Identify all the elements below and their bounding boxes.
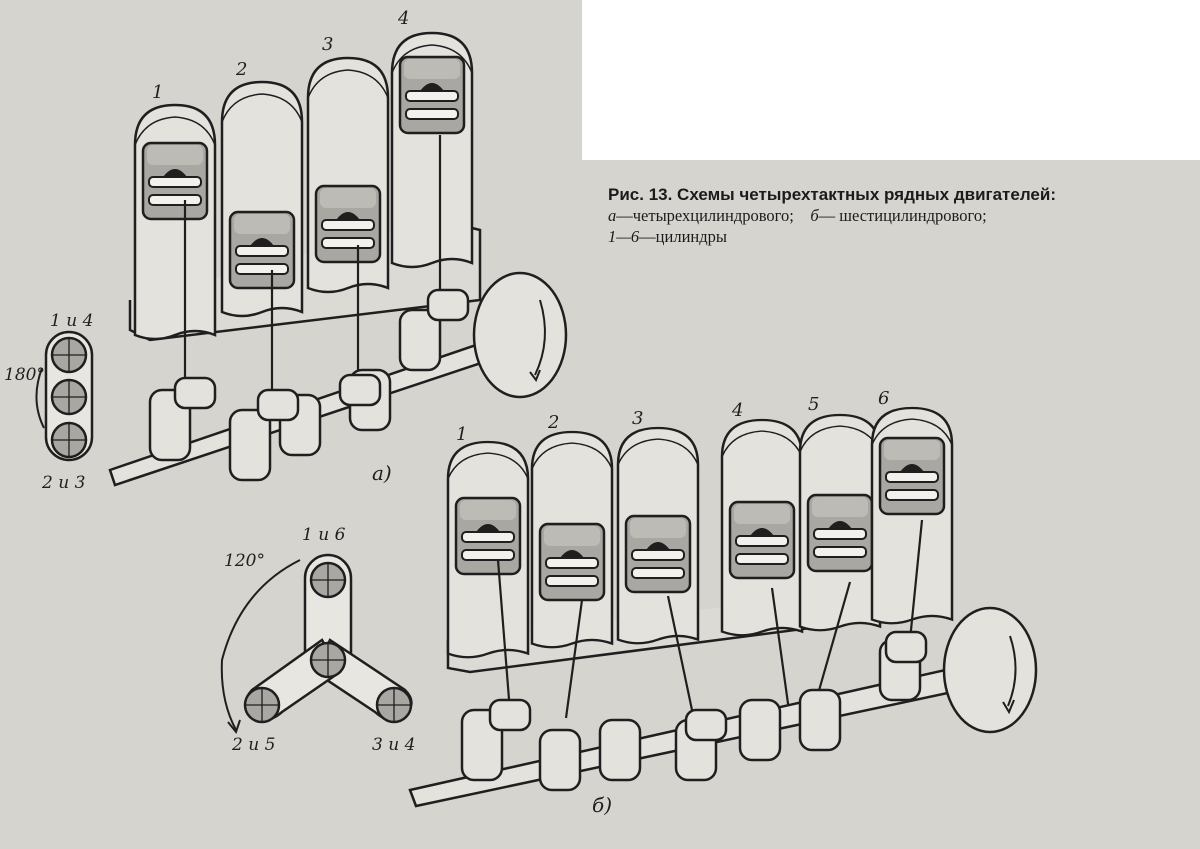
cylinder-a-2 xyxy=(220,80,304,318)
connecting-rods-b xyxy=(496,519,924,749)
cylinder-a-label-4: 4 xyxy=(397,8,409,29)
cylinder-b-5 xyxy=(798,413,882,632)
cylinder-b-1 xyxy=(446,440,530,659)
flywheel-a xyxy=(472,271,568,399)
cylinder-a-3 xyxy=(306,56,390,294)
cylinder-b-4 xyxy=(720,418,804,637)
engine-b: 1 2 3 4 5 6 б) xyxy=(408,388,1038,817)
cylinder-b-3 xyxy=(616,426,700,645)
cylinder-a-4 xyxy=(390,31,474,269)
crank-a-angle-label: 180° xyxy=(4,365,45,385)
crank-diagram-b: 1 и 6 120° 2 и 5 3 и 4 xyxy=(220,525,415,755)
flywheel-b xyxy=(942,606,1038,734)
cylinder-b-label-1: 1 xyxy=(456,424,467,445)
caption-item-b-letter: б xyxy=(810,206,819,225)
caption-item-c-range: 1—6 xyxy=(608,227,640,246)
crank-a-top-label: 1 и 4 xyxy=(50,311,93,331)
cylinder-b-label-4: 4 xyxy=(731,400,743,421)
cylinder-b-label-3: 3 xyxy=(632,408,643,429)
engine-b-label: б) xyxy=(592,793,612,817)
crank-b-angle-label: 120° xyxy=(224,551,265,571)
caption-item-c-text: —цилиндры xyxy=(639,227,727,246)
crankshaft-b xyxy=(408,630,992,808)
caption-item-a-letter: а xyxy=(608,206,617,225)
caption-panel xyxy=(582,0,1200,160)
crank-b-right-label: 3 и 4 xyxy=(372,735,415,755)
crank-diagram-a: 1 и 4 180° 2 и 3 xyxy=(4,311,93,493)
caption-body: а—четырехцилиндрового; б— шестицилиндров… xyxy=(608,205,1193,247)
connecting-rods-a xyxy=(183,135,442,410)
engine-a: 1 2 3 4 а) xyxy=(108,8,568,487)
caption-item-a-text: —четырехцилиндрового; xyxy=(616,206,794,225)
cylinder-a-label-1: 1 xyxy=(152,82,163,103)
caption-item-b-text: — шестицилиндрового; xyxy=(818,206,987,225)
cylinder-b-2 xyxy=(530,430,614,649)
caption-title: Рис. 13. Схемы четырехтактных рядных дви… xyxy=(608,185,1056,204)
crank-b-left-label: 2 и 5 xyxy=(231,735,275,755)
crank-b-top-label: 1 и 6 xyxy=(302,525,346,545)
crankshaft-a xyxy=(108,288,522,487)
cylinder-a-1 xyxy=(133,103,217,341)
cylinder-a-label-2: 2 xyxy=(235,59,247,80)
figure-caption: Рис. 13. Схемы четырехтактных рядных дви… xyxy=(608,184,1193,247)
cylinder-b-label-2: 2 xyxy=(547,412,559,433)
cylinder-b-label-5: 5 xyxy=(808,394,819,415)
engine-a-label: а) xyxy=(372,461,392,485)
cylinder-b-label-6: 6 xyxy=(878,388,889,409)
cylinder-b-6 xyxy=(870,406,954,625)
cylinder-a-label-3: 3 xyxy=(322,34,333,55)
crank-a-bottom-label: 2 и 3 xyxy=(41,473,85,493)
